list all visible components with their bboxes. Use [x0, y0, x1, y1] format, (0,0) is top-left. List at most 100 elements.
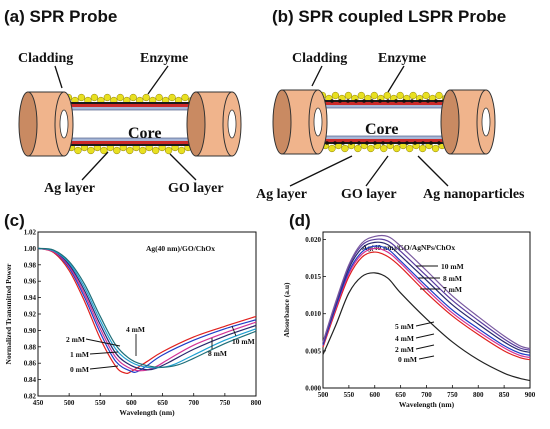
- chart-c-series-line-2mm: [37, 247, 257, 372]
- leader-ag-a: [81, 151, 109, 181]
- chart-c-series-line-1mm: [37, 247, 257, 373]
- probe-a-enzyme-blob: [177, 146, 186, 155]
- chart-c-annotation: 8 mM: [208, 349, 227, 358]
- probe-b-nanoparticle: [413, 141, 417, 145]
- probe-b-nanoparticle: [330, 99, 334, 103]
- chart-c-y-tick-label: 0.90: [24, 327, 37, 335]
- chart-d-annotation: 2 mM: [395, 345, 414, 354]
- probe-b-nanoparticle: [362, 99, 366, 103]
- probe-a-enzyme-blob: [155, 93, 163, 102]
- chart-c-y-tick-label: 1.00: [24, 245, 37, 253]
- probe-a-diagram: [18, 91, 242, 157]
- probe-b-nanoparticle: [429, 141, 433, 145]
- probe-b-nanoparticle: [333, 141, 337, 145]
- leader-lines-b: [289, 65, 449, 187]
- probe-b-enzyme-blob: [331, 91, 340, 100]
- chart-d-series-line-7mm: [322, 241, 531, 353]
- chart-d-x-tick-label: 550: [344, 391, 355, 399]
- probe-b-nanoparticle: [341, 141, 345, 145]
- chart-c-x-tick-label: 700: [188, 399, 199, 407]
- probe-b-cladding-right: [440, 89, 496, 155]
- chart-c-y-tick-label: 0.98: [24, 261, 37, 269]
- probe-b-nanoparticle: [410, 99, 414, 103]
- chart-c-x-tick-label: 600: [126, 399, 137, 407]
- chart-d-annotation-pointer: [415, 321, 435, 327]
- chart-c-plot-frame: [37, 231, 257, 397]
- probe-b-nanoparticle: [378, 99, 382, 103]
- chart-c-x-tick-label: 550: [95, 399, 106, 407]
- probe-b-cladding-bore: [481, 107, 491, 137]
- chart-d-series-line-4mm: [322, 247, 531, 359]
- probe-b-enzyme-blob: [431, 144, 440, 153]
- probe-b-enzyme-blob: [406, 144, 414, 153]
- probe-b-nanoparticle: [421, 141, 425, 145]
- chart-c-annotation-pointer: [89, 365, 119, 370]
- probe-b-nanoparticle: [349, 141, 353, 145]
- chart-c-y-tick-label: 0.96: [24, 278, 37, 286]
- chart-c-annotation: 4 mM: [126, 325, 145, 334]
- probe-b-nanoparticle: [386, 99, 390, 103]
- core-label-b: Core: [365, 121, 398, 138]
- chart-c-x-tick-label: 450: [33, 399, 44, 407]
- chart-c-series-line-0mm: [37, 247, 257, 374]
- cladding-label-a: Cladding: [18, 51, 73, 66]
- enzyme-label-a: Enzyme: [140, 51, 188, 66]
- leader-cladding-a: [54, 65, 63, 89]
- leader-go-a: [169, 153, 197, 181]
- probe-b-enzyme-blob: [354, 144, 362, 153]
- chart-c-y-tick-label: 0.82: [24, 393, 37, 401]
- chart-d-x-tick-label: 600: [370, 391, 381, 399]
- chart-c-x-tick-label: 650: [157, 399, 168, 407]
- chart-c-annotation-pointer: [85, 338, 121, 347]
- leader-cladding-b: [311, 65, 323, 87]
- panel-a-title: (a) SPR Probe: [4, 7, 117, 26]
- panel-b-title: (b) SPR coupled LSPR Probe: [272, 7, 506, 26]
- probe-b-enzyme-blob: [328, 144, 336, 153]
- probe-b-nanoparticle: [325, 141, 329, 145]
- panel-d-letter: (d): [289, 211, 311, 230]
- chart-c-y-tick-label: 0.94: [24, 294, 37, 302]
- probe-a-enzyme-blob: [103, 93, 111, 102]
- probe-b-cladding-end-left: [440, 89, 460, 155]
- go-layer-label-a: GO layer: [168, 181, 224, 196]
- leader-go-b: [365, 155, 389, 187]
- probe-b-enzyme-blob: [383, 91, 391, 100]
- chart-d-annotation: 0 mM: [398, 355, 417, 364]
- chart-c-y-tick-label: 0.88: [24, 343, 37, 351]
- probe-a-enzyme-blob: [77, 93, 86, 102]
- probe-b-nanoparticle: [394, 99, 398, 103]
- chart-d-plot-frame: [322, 231, 531, 389]
- chart-c-y-axis-label: Normalized Transmitted Power: [4, 263, 13, 365]
- probe-a-cladding-left: [18, 91, 74, 157]
- ag-layer-label-b: Ag layer: [256, 187, 307, 202]
- enzyme-label-b: Enzyme: [378, 51, 426, 66]
- probe-b-nanoparticle: [389, 141, 393, 145]
- probe-b-cladding-end-left: [272, 89, 292, 155]
- chart-c-x-tick-label: 500: [64, 399, 75, 407]
- probe-a-enzyme-blob: [113, 146, 121, 155]
- probe-b-nanoparticle: [373, 141, 377, 145]
- probe-b-enzyme-blob: [418, 144, 427, 153]
- probe-b-nanoparticle: [381, 141, 385, 145]
- probe-b-nanoparticle: [426, 99, 430, 103]
- probe-b-nanoparticle: [365, 141, 369, 145]
- chart-d-y-axis-label: Absorbance (a.u): [282, 282, 291, 338]
- probe-b-nanoparticle: [338, 99, 342, 103]
- chart-d-annotation-pointer: [415, 344, 435, 350]
- probe-a-enzyme-blob: [87, 146, 95, 155]
- ag-nanoparticles-label-b: Ag nanoparticles: [423, 187, 525, 202]
- probe-a-enzyme-blob: [100, 146, 108, 155]
- leader-enzyme-b: [387, 65, 405, 93]
- chart-d-x-axis-label: Wavelength (nm): [399, 400, 455, 409]
- chart-c-series-line-8mm: [37, 247, 257, 369]
- leader-ag-b: [289, 155, 353, 187]
- probe-a-cladding-bore: [227, 109, 237, 139]
- chart-d-y-tick-label: 0.015: [305, 273, 321, 281]
- chart-c-x-axis-label: Wavelength (nm): [119, 408, 175, 417]
- probe-a-cladding-end-left: [18, 91, 38, 157]
- probe-b-enzyme-blob: [435, 91, 443, 100]
- chart-c-annotation: 10 mM: [232, 337, 255, 346]
- probe-b-nanoparticle: [346, 99, 350, 103]
